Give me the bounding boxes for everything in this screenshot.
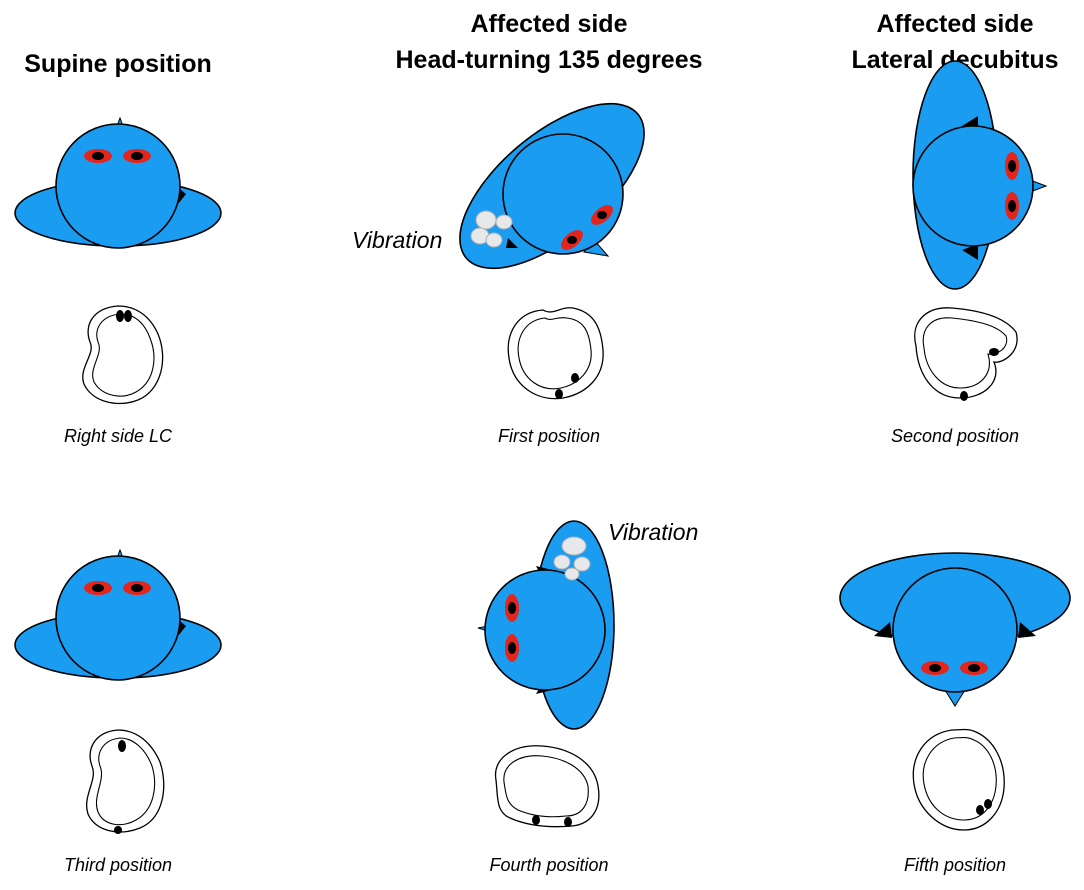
annotation-vibration-bottom: Vibration <box>608 519 698 545</box>
canal-right-side-lc <box>82 305 164 405</box>
vibration-device-icon <box>470 210 513 248</box>
canal-second-position <box>914 307 1018 401</box>
caption-fifth-position: Fifth position <box>904 855 1006 875</box>
figure-fourth-position <box>477 520 615 730</box>
caption-third-position: Third position <box>64 855 172 875</box>
header-affected-side-lateral: Affected side <box>877 10 1034 38</box>
figure-supine-head-second <box>14 548 222 681</box>
figure-lateral-decubitus <box>912 60 1048 290</box>
header-affected-side-head-turning: Affected side <box>471 10 628 38</box>
header-head-turning-135: Head-turning 135 degrees <box>395 46 702 74</box>
figure-supine-head <box>14 116 222 249</box>
header-supine-position: Supine position <box>24 50 212 78</box>
figure-head-turned-135 <box>459 102 645 270</box>
caption-second-position: Second position <box>891 426 1019 446</box>
canal-fourth-position <box>494 745 600 828</box>
vibration-device-icon-second <box>553 536 591 581</box>
caption-first-position: First position <box>498 426 600 446</box>
canal-third-position <box>86 729 165 834</box>
annotation-vibration-top: Vibration <box>352 227 442 253</box>
canal-first-position <box>507 307 604 400</box>
caption-fourth-position: Fourth position <box>489 855 608 875</box>
caption-right-side-lc: Right side LC <box>64 426 173 446</box>
canal-fifth-position <box>912 728 1005 831</box>
figure-fifth-position <box>839 552 1071 707</box>
